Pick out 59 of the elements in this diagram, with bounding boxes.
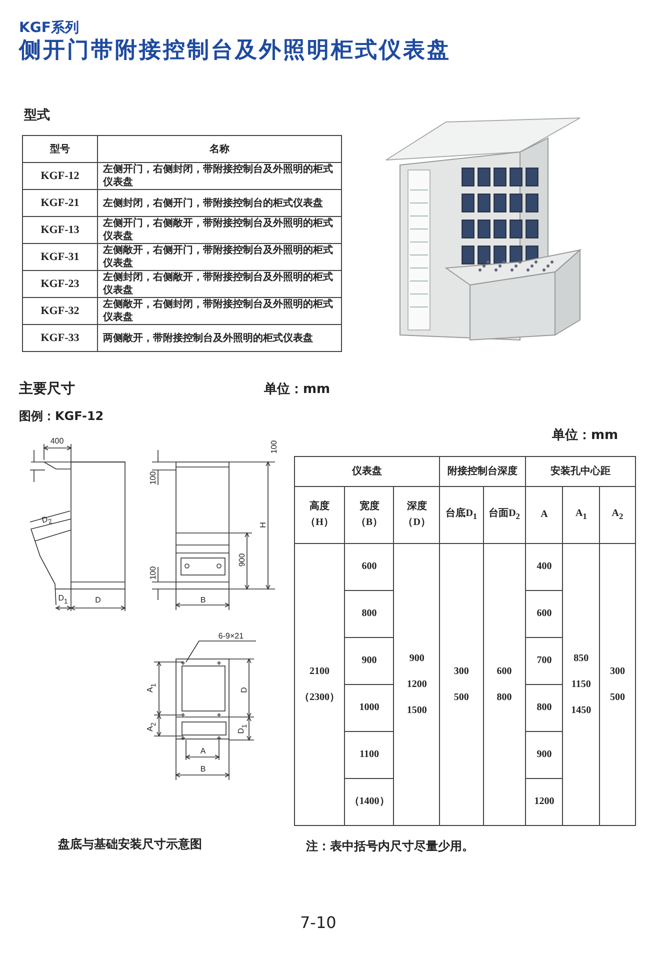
table-cell: 600 800 — [483, 544, 526, 826]
header-cell: 台面D$_{2}$ — [483, 486, 526, 544]
unit-note: 单位：mm — [552, 427, 618, 444]
dimension-label: 100 — [148, 566, 158, 580]
header-cell: 台底D$_{1}$ — [440, 486, 484, 544]
dimension-label: B — [200, 596, 206, 604]
dimension-label: 100 — [270, 440, 278, 454]
header-cell: 高度（H） — [294, 486, 345, 544]
table-cell: 两侧敞开，带附接控制台及外照明的柜式仪表盘 — [98, 324, 342, 352]
table-cell: KGF-23 — [22, 270, 98, 298]
table-cell: KGF-12 — [22, 162, 98, 190]
header-cell: A$_{2}$ — [599, 486, 636, 544]
table-cell: 300 500 — [440, 544, 484, 826]
dimension-label: 6-9×21 — [218, 632, 244, 640]
unit-note: 单位：mm — [264, 381, 330, 398]
header-cell: A — [526, 486, 563, 544]
table-cell: KGF-13 — [22, 216, 98, 244]
section-heading: 主要尺寸 — [19, 380, 75, 398]
dimension-label: H — [258, 522, 268, 528]
table-cell: 850 1150 1450 — [562, 544, 600, 826]
page-title: 侧开门带附接控制台及外照明柜式仪表盘 — [19, 36, 451, 65]
dimension-label: D$_{1}$ — [58, 594, 68, 606]
table-cell: KGF-21 — [22, 190, 98, 216]
table-cell: 2100 （2300） — [294, 544, 345, 826]
header-cell: 附接控制台深度 — [440, 456, 526, 486]
table-cell: 左侧敞开，右侧开门，带附接控制台及外照明的柜式仪表盘 — [98, 244, 342, 270]
dimension-label: 100 — [148, 471, 158, 485]
note-text: 注：表中括号内尺寸尽量少用。 — [306, 838, 474, 855]
dimension-label: 400 — [50, 436, 64, 446]
header-cell: 名称 — [98, 136, 342, 162]
table-cell: 左侧开门，右侧敞开，带附接控制台及外照明的柜式仪表盘 — [98, 216, 342, 244]
table-cell: 左侧敞开，右侧封闭，带附接控制台及外照明的柜式仪表盘 — [98, 298, 342, 324]
table-cell: 左侧封闭，右侧敞开，带附接控制台及外照明的柜式仪表盘 — [98, 270, 342, 298]
table-cell: 300 500 — [599, 544, 636, 826]
page-number: 7-10 — [300, 913, 336, 932]
dimension-label: D — [240, 687, 248, 693]
table-cell: 600 — [344, 544, 394, 590]
table-cell: 400 — [526, 544, 563, 590]
dimension-label: D — [95, 596, 101, 604]
dimension-label: A — [200, 746, 206, 756]
dimension-label: 900 — [238, 553, 246, 567]
header-cell: 型号 — [22, 136, 98, 162]
table-cell: 900 1200 1500 — [394, 544, 440, 826]
table-cell: KGF-32 — [22, 298, 98, 324]
dimension-label: B — [200, 764, 206, 774]
dimension-label: D$_{2}$ — [40, 514, 54, 528]
header-cell: 宽度（B） — [344, 486, 394, 544]
header-cell: 深度（D） — [394, 486, 440, 544]
table-cell: 左侧封闭，右侧开门，带附接控制台的柜式仪表盘 — [98, 190, 342, 216]
section-heading: 型式 — [24, 107, 50, 124]
header-cell: 安装孔中心距 — [526, 456, 636, 486]
figure-caption: 盘底与基础安装尺寸示意图 — [58, 836, 202, 853]
table-cell: KGF-31 — [22, 244, 98, 270]
series-label: KGF系列 — [19, 19, 79, 37]
figure-caption: 图例：KGF-12 — [19, 408, 104, 425]
header-cell: A$_{1}$ — [562, 486, 600, 544]
table-cell: KGF-33 — [22, 324, 98, 352]
table-cell: 左侧开门，右侧封闭，带附接控制台及外照明的柜式仪表盘 — [98, 162, 342, 190]
header-cell: 仪表盘 — [294, 456, 440, 486]
